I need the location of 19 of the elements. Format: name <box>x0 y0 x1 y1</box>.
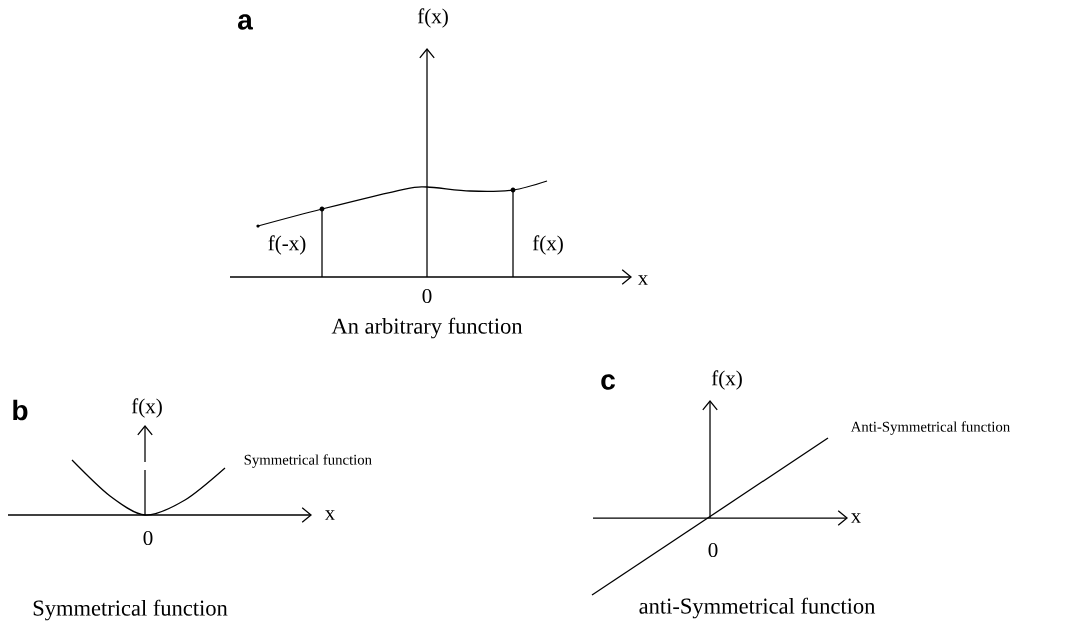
axis-label: 0 <box>708 542 718 558</box>
axis-label: f(x) <box>532 235 563 255</box>
axis-label: f(x) <box>711 370 742 390</box>
caption: Symmetrical function <box>33 599 228 621</box>
axis-label: f(x) <box>131 398 162 418</box>
axis-label: f(x) <box>417 8 448 28</box>
axis-label: f(-x) <box>268 235 306 255</box>
axis-label: 0 <box>143 530 153 546</box>
caption: An arbitrary function <box>331 317 523 339</box>
axis-label: x <box>324 510 335 520</box>
axis-label: x <box>637 275 648 285</box>
axis-label: x <box>850 513 861 523</box>
curve-label: Symmetrical function <box>244 454 372 468</box>
curve-label: Anti-Symmetrical function <box>850 421 1010 435</box>
axis-label: 0 <box>422 288 432 304</box>
caption: anti-Symmetrical function <box>639 597 876 619</box>
panel-letter: a <box>238 14 253 30</box>
panel-letter: b <box>13 399 28 421</box>
panel-letter: c <box>601 374 615 390</box>
